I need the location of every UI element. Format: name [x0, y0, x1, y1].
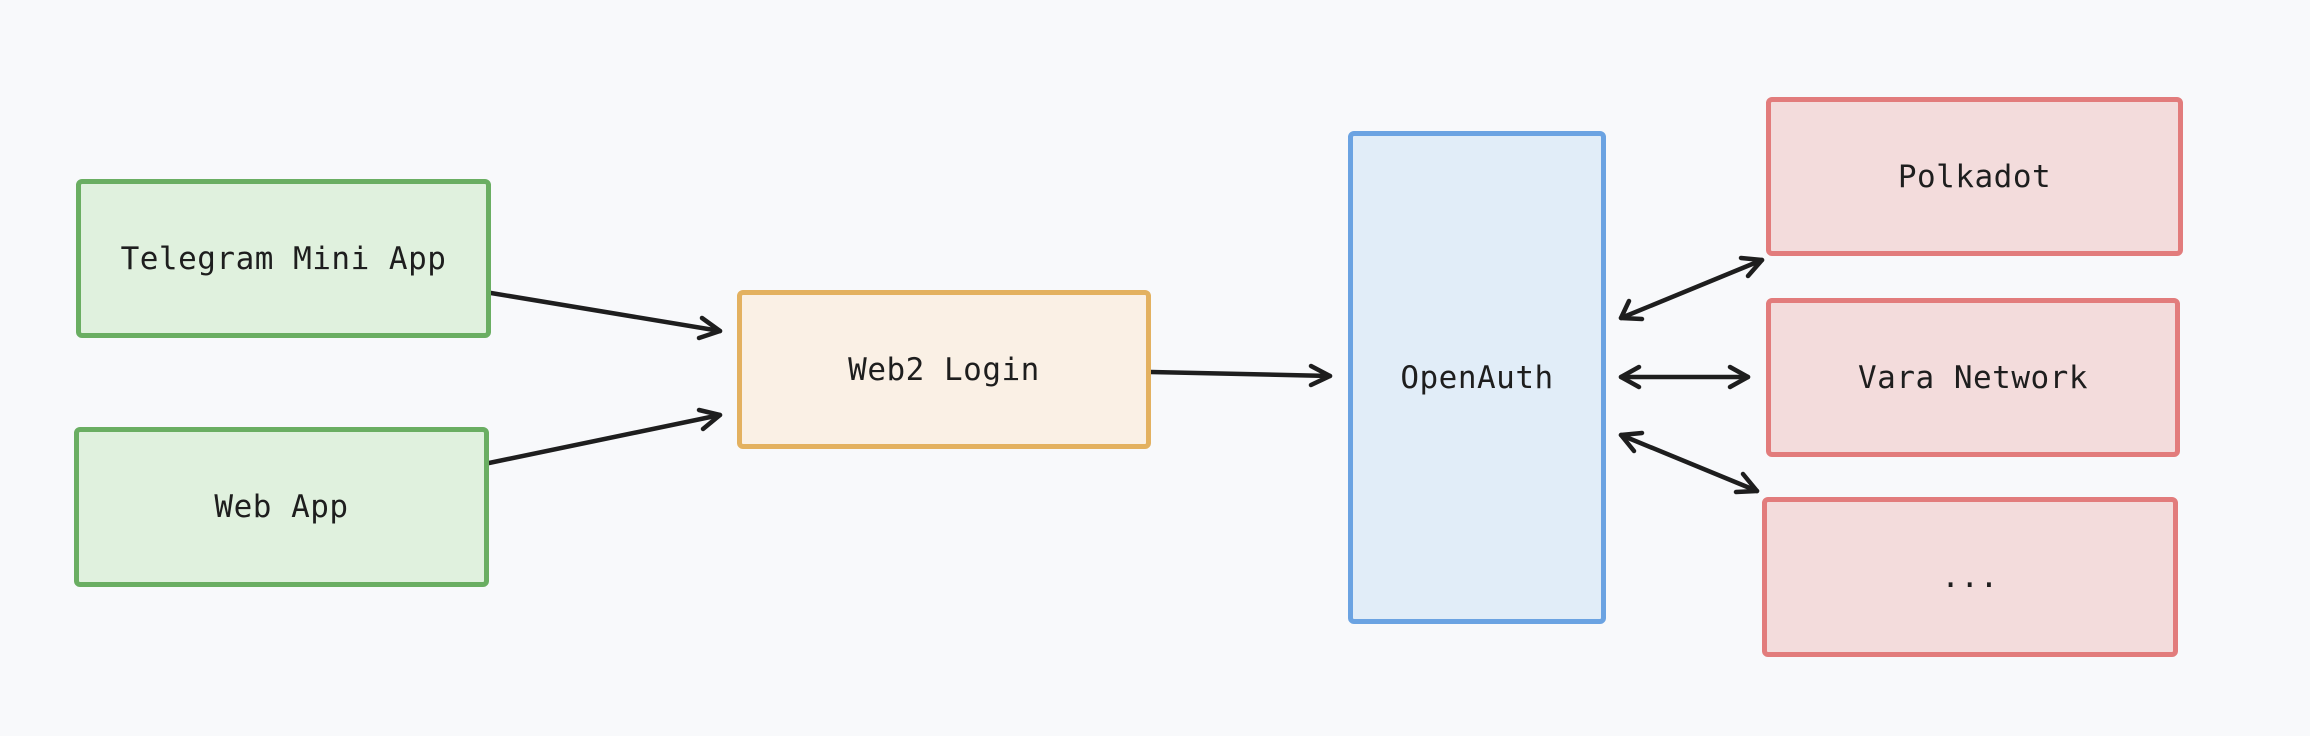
node-polkadot-label: Polkadot [1897, 158, 2052, 195]
node-web-app-label: Web App [214, 489, 349, 525]
arrow-telegram-to-web2-login [488, 290, 723, 341]
node-web-app: Web App [74, 427, 489, 587]
node-vara-network: Vara Network [1766, 298, 2180, 457]
node-telegram-mini-app: Telegram Mini App [76, 179, 491, 338]
arrow-web2-login-to-openauth [1148, 363, 1333, 388]
node-polkadot: Polkadot [1766, 97, 2183, 256]
node-more: ... [1762, 497, 2178, 657]
node-web2-login: Web2 Login [737, 290, 1151, 449]
node-vara-network-label: Vara Network [1858, 359, 2088, 396]
arrow-openauth-vara-bidirectional [1618, 364, 1751, 390]
node-openauth: OpenAuth [1348, 131, 1606, 624]
arrow-openauth-polkadot-bidirectional [1618, 255, 1765, 322]
arrow-openauth-more-bidirectional [1618, 430, 1760, 495]
node-openauth-label: OpenAuth [1400, 359, 1554, 396]
node-more-label: ... [1941, 559, 1999, 595]
node-telegram-mini-app-label: Telegram Mini App [120, 240, 447, 277]
arrow-web-app-to-web2-login [486, 407, 723, 466]
node-web2-login-label: Web2 Login [848, 351, 1040, 388]
